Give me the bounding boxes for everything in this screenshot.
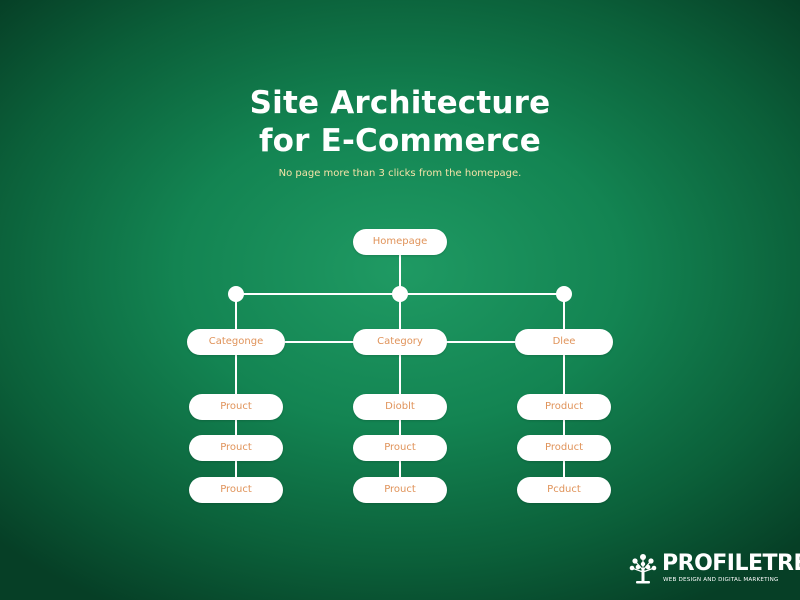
product-node-2-3[interactable]: Prouct xyxy=(353,477,447,503)
product-node-1-2[interactable]: Prouct xyxy=(189,435,283,461)
tree-icon xyxy=(629,554,657,584)
category-node-3[interactable]: Dlee xyxy=(515,329,613,355)
category-node-1[interactable]: Categonge xyxy=(187,329,285,355)
product-node-1-3[interactable]: Prouct xyxy=(189,477,283,503)
product-node-2-2[interactable]: Prouct xyxy=(353,435,447,461)
page-title: Site Architecture for E-Commerce xyxy=(0,84,800,160)
title-line-2: for E-Commerce xyxy=(258,123,542,159)
brand-name: PROFILETREE xyxy=(662,551,800,576)
category-node-2[interactable]: Category xyxy=(353,329,447,355)
homepage-node[interactable]: Homepage xyxy=(353,229,447,255)
junction-dot-3 xyxy=(556,286,572,302)
product-node-3-3[interactable]: Pcduct xyxy=(517,477,611,503)
page-subtitle: No page more than 3 clicks from the home… xyxy=(278,168,522,179)
brand-tagline: WEB DESIGN AND DIGITAL MARKETING xyxy=(663,577,779,583)
brand-logo: PROFILETREE WEB DESIGN AND DIGITAL MARKE… xyxy=(628,552,800,592)
product-node-2-1[interactable]: Dioblt xyxy=(353,394,447,420)
title-line-1: Site Architecture xyxy=(249,85,551,121)
product-node-3-1[interactable]: Product xyxy=(517,394,611,420)
product-node-3-2[interactable]: Product xyxy=(517,435,611,461)
product-node-1-1[interactable]: Prouct xyxy=(189,394,283,420)
junction-dot-1 xyxy=(228,286,244,302)
junction-dot-2 xyxy=(392,286,408,302)
